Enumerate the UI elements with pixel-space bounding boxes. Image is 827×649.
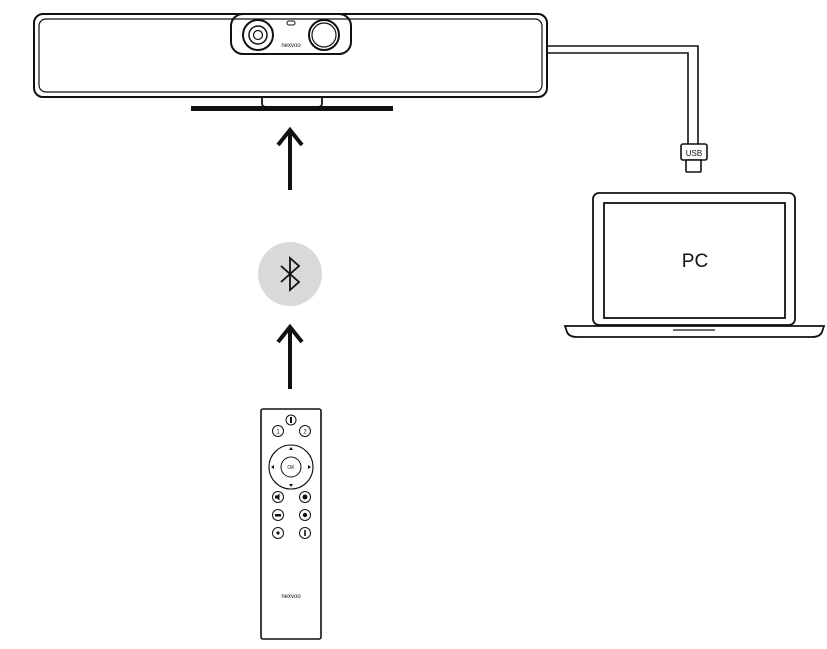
volume-icon bbox=[275, 493, 280, 501]
mount-bracket bbox=[261, 97, 323, 108]
mount-stand bbox=[191, 106, 393, 111]
remote-dpad[interactable] bbox=[268, 444, 314, 490]
zoom-in-icon bbox=[302, 494, 308, 500]
laptop bbox=[563, 192, 826, 338]
remote-button-2[interactable] bbox=[299, 425, 311, 437]
laptop-screen bbox=[603, 202, 786, 319]
remote-body bbox=[260, 408, 322, 640]
arrow-up-lower bbox=[276, 323, 304, 389]
remote-brand: nexvoo bbox=[281, 594, 301, 600]
remote-button-top[interactable] bbox=[285, 414, 297, 426]
remote-mute-button[interactable] bbox=[272, 509, 284, 521]
lens-left-core bbox=[252, 29, 264, 41]
remote-bluetooth-button[interactable] bbox=[299, 527, 311, 539]
usb-label: USB bbox=[686, 149, 702, 158]
zoom-out-icon bbox=[302, 512, 308, 518]
laptop-lid bbox=[592, 192, 796, 326]
bluetooth-icon bbox=[280, 255, 301, 293]
dpad-right-icon bbox=[308, 465, 311, 469]
lens-right bbox=[308, 19, 340, 51]
remote-zoom-in-button[interactable] bbox=[299, 491, 311, 503]
mute-icon bbox=[275, 514, 281, 517]
lens-right-inner bbox=[311, 22, 337, 48]
remote-button-1-label: 1 bbox=[276, 430, 280, 436]
video-bar-body bbox=[33, 13, 548, 98]
auto-icon bbox=[276, 531, 280, 535]
remote-volume-button[interactable] bbox=[272, 491, 284, 503]
remote-button-glyphs bbox=[275, 417, 308, 536]
usb-connector bbox=[680, 143, 708, 173]
indicator-light bbox=[286, 20, 296, 26]
laptop-screen-label: PC bbox=[682, 251, 708, 272]
top-button-icon bbox=[290, 417, 292, 423]
bluetooth-button-icon bbox=[304, 530, 306, 536]
video-bar-inner-edge bbox=[38, 18, 543, 93]
remote-dpad-arrows bbox=[271, 447, 311, 487]
usb-cable bbox=[547, 45, 699, 145]
lens-housing bbox=[230, 13, 352, 55]
remote-zoom-out-button[interactable] bbox=[299, 509, 311, 521]
video-bar bbox=[33, 13, 548, 108]
dpad-up-icon bbox=[289, 447, 293, 450]
remote-ok-button[interactable] bbox=[280, 456, 302, 478]
lens-left bbox=[242, 19, 274, 51]
remote-auto-button[interactable] bbox=[272, 527, 284, 539]
remote-button-2-label: 2 bbox=[303, 430, 307, 436]
remote-button-1[interactable] bbox=[272, 425, 284, 437]
dpad-down-icon bbox=[289, 484, 293, 487]
lens-left-inner bbox=[248, 25, 268, 45]
dpad-left-icon bbox=[271, 465, 274, 469]
remote-ok-label: OK bbox=[287, 465, 295, 471]
video-bar-brand: nexvoo bbox=[281, 43, 301, 49]
arrow-up-upper bbox=[276, 126, 304, 190]
laptop-base bbox=[563, 325, 826, 338]
remote-control bbox=[260, 408, 322, 640]
